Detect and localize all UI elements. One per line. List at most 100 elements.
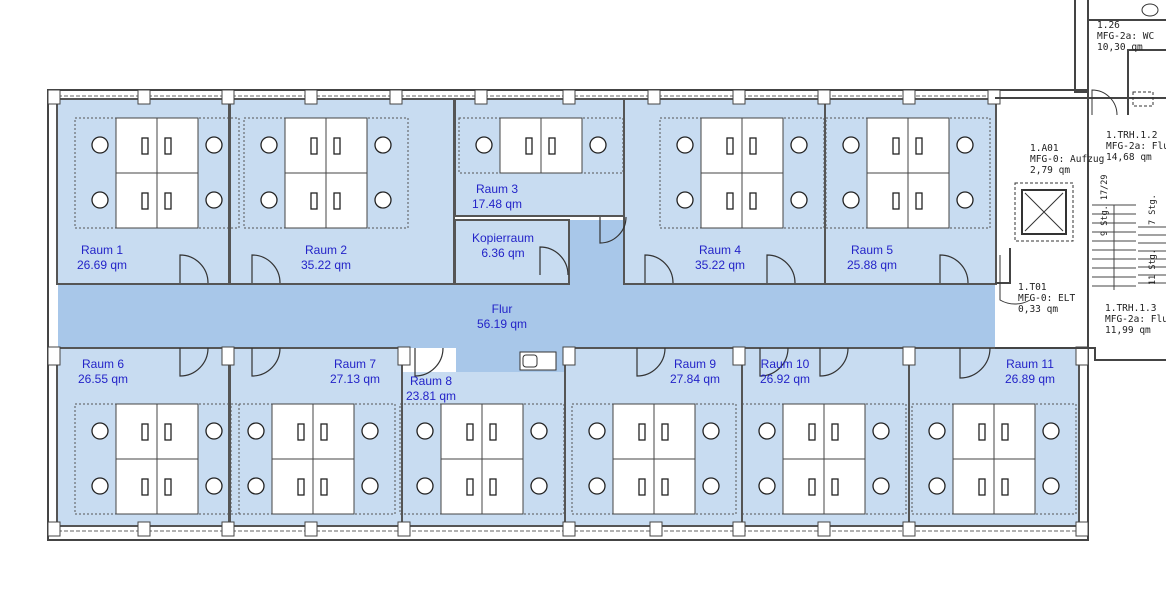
pillar bbox=[649, 521, 663, 537]
chair-icon bbox=[588, 422, 606, 440]
door-swing bbox=[819, 347, 849, 377]
monitor-icon bbox=[831, 423, 839, 441]
desk bbox=[115, 117, 158, 174]
monitor-icon bbox=[297, 423, 305, 441]
desk bbox=[952, 458, 995, 515]
wall bbox=[1074, 0, 1166, 115]
pillar bbox=[221, 346, 235, 366]
chair-icon bbox=[676, 136, 694, 154]
monitor-icon bbox=[164, 478, 172, 496]
pillar bbox=[732, 89, 746, 105]
pillar bbox=[562, 521, 576, 537]
chair-icon bbox=[956, 191, 974, 209]
monitor-icon bbox=[333, 137, 341, 155]
door-swing bbox=[644, 254, 674, 284]
door-swing bbox=[959, 347, 991, 379]
desk bbox=[782, 403, 825, 460]
desk bbox=[612, 403, 655, 460]
desk bbox=[312, 403, 355, 460]
chair-icon bbox=[790, 191, 808, 209]
door-swing bbox=[414, 347, 444, 377]
desk bbox=[782, 458, 825, 515]
elevator-icon bbox=[1021, 189, 1067, 235]
desk bbox=[653, 403, 696, 460]
desk bbox=[993, 458, 1036, 515]
chair-icon bbox=[530, 422, 548, 440]
door-swing bbox=[179, 347, 209, 377]
chair-icon bbox=[872, 477, 890, 495]
pillar bbox=[1075, 346, 1089, 366]
monitor-icon bbox=[661, 478, 669, 496]
chair-icon bbox=[702, 422, 720, 440]
pillar bbox=[47, 521, 61, 537]
monitor-icon bbox=[749, 137, 757, 155]
chair-icon bbox=[361, 477, 379, 495]
desk bbox=[700, 172, 743, 229]
monitor-icon bbox=[915, 137, 923, 155]
monitor-icon bbox=[489, 423, 497, 441]
desk bbox=[653, 458, 696, 515]
desk bbox=[312, 458, 355, 515]
chair-icon bbox=[588, 477, 606, 495]
monitor-icon bbox=[749, 192, 757, 210]
fixture bbox=[1132, 91, 1154, 107]
room-kopierraum[interactable] bbox=[454, 219, 570, 285]
desk bbox=[115, 458, 158, 515]
desk bbox=[823, 403, 866, 460]
door-swing bbox=[999, 255, 1031, 305]
corridor-fill-north bbox=[569, 220, 623, 285]
desk bbox=[271, 458, 314, 515]
chair-icon bbox=[205, 422, 223, 440]
chair-icon bbox=[790, 136, 808, 154]
monitor-icon bbox=[297, 478, 305, 496]
desk bbox=[866, 117, 909, 174]
chair-icon bbox=[205, 477, 223, 495]
pillar bbox=[732, 346, 746, 366]
monitor-icon bbox=[525, 137, 533, 155]
monitor-icon bbox=[808, 423, 816, 441]
stair-label: 9 Stg. 17/29 bbox=[1100, 174, 1110, 236]
pillar bbox=[732, 521, 746, 537]
monitor-icon bbox=[978, 478, 986, 496]
chair-icon bbox=[247, 477, 265, 495]
monitor-icon bbox=[141, 423, 149, 441]
chair-icon bbox=[361, 422, 379, 440]
door-swing bbox=[939, 254, 969, 284]
monitor-icon bbox=[638, 478, 646, 496]
pillar bbox=[902, 346, 916, 366]
elevator-outline bbox=[1014, 182, 1074, 242]
monitor-icon bbox=[638, 423, 646, 441]
monitor-icon bbox=[164, 192, 172, 210]
chair-icon bbox=[1042, 477, 1060, 495]
pillar bbox=[902, 89, 916, 105]
pillar bbox=[397, 521, 411, 537]
door-swing bbox=[636, 347, 666, 377]
desk bbox=[440, 458, 483, 515]
chair-icon bbox=[91, 477, 109, 495]
monitor-icon bbox=[489, 478, 497, 496]
chair-icon bbox=[676, 191, 694, 209]
pillar bbox=[47, 346, 61, 366]
chair-icon bbox=[956, 136, 974, 154]
washbasin-icon bbox=[1141, 3, 1159, 17]
desk bbox=[325, 117, 368, 174]
monitor-icon bbox=[141, 137, 149, 155]
pillar bbox=[47, 89, 61, 105]
desk bbox=[866, 172, 909, 229]
pillar bbox=[221, 89, 235, 105]
desk bbox=[952, 403, 995, 460]
desk bbox=[823, 458, 866, 515]
desk bbox=[499, 117, 542, 174]
chair-icon bbox=[872, 422, 890, 440]
desk bbox=[481, 458, 524, 515]
pillar bbox=[137, 521, 151, 537]
desk bbox=[907, 117, 950, 174]
